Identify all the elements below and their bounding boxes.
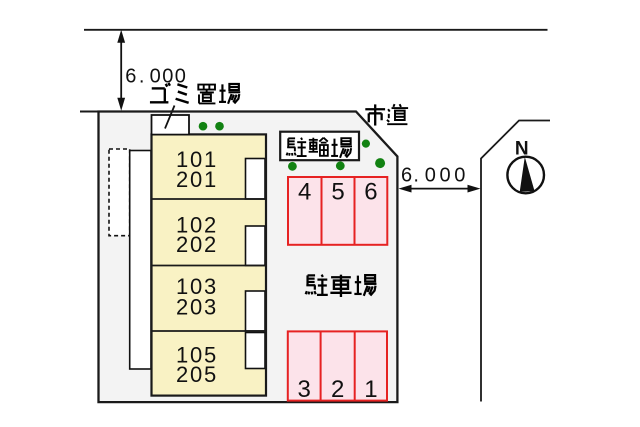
svg-text:102: 102 [176,213,218,238]
svg-text:N: N [515,139,529,160]
svg-text:6.000: 6.000 [401,165,465,187]
svg-text:105: 105 [176,343,218,368]
svg-text:203: 203 [176,294,218,319]
svg-text:201: 201 [176,167,218,192]
svg-text:1: 1 [364,376,377,403]
svg-text:3: 3 [298,376,311,403]
svg-text:103: 103 [176,274,218,299]
svg-text:6.000: 6.000 [125,65,186,87]
svg-text:2: 2 [331,376,344,403]
svg-text:101: 101 [176,147,218,172]
svg-text:205: 205 [176,362,218,387]
svg-text:5: 5 [331,178,344,205]
svg-text:6: 6 [364,178,377,205]
svg-text:202: 202 [176,232,218,257]
svg-text:4: 4 [298,178,311,205]
